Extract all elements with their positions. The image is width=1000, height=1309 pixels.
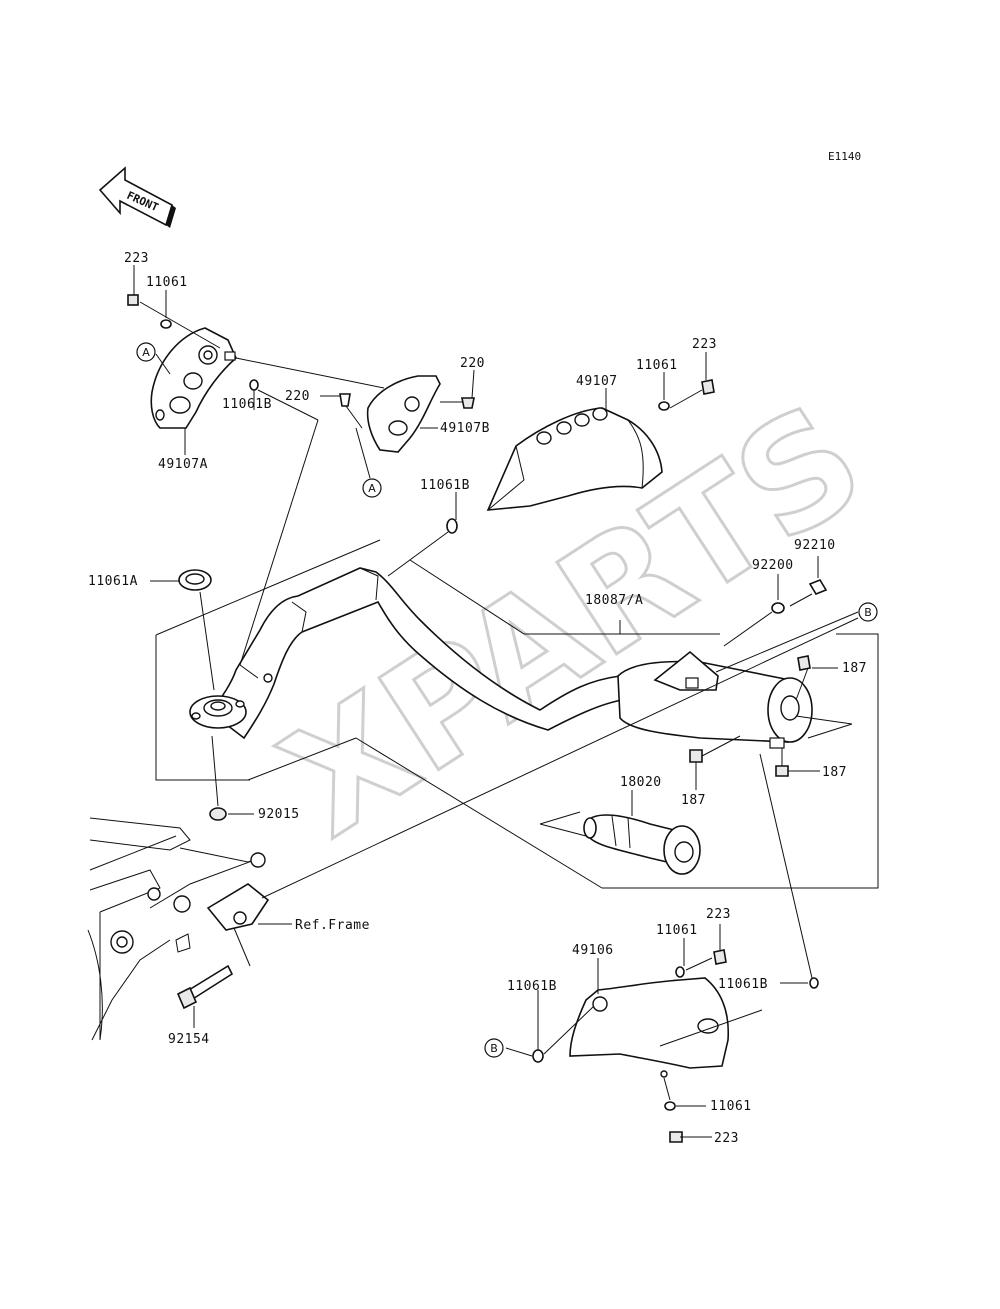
label-223-upper-right: 223 — [692, 337, 717, 352]
muffler — [617, 650, 813, 749]
bolt-223-lower-icon — [713, 949, 727, 965]
gasket-11061a — [178, 569, 212, 591]
washer-11061b-lower-left-icon — [532, 1049, 544, 1063]
spark-arrestor-18020 — [583, 814, 701, 875]
label-11061-lower: 11061 — [656, 923, 698, 938]
bolt-187-center-icon — [689, 749, 703, 763]
screw-220-left-icon — [339, 393, 351, 407]
svg-text:B: B — [490, 1042, 498, 1055]
washer-11061-lower-icon — [675, 966, 685, 978]
label-18020: 18020 — [620, 775, 662, 790]
label-11061b-lower-left: 11061B — [507, 979, 557, 994]
label-11061-top-left: 11061 — [146, 275, 188, 290]
label-92210: 92210 — [794, 538, 836, 553]
bolt-187-right-bottom-icon — [775, 765, 789, 777]
callout-a-left: A — [136, 342, 156, 362]
heat-guard-49107 — [486, 407, 663, 511]
label-223-lower: 223 — [706, 907, 731, 922]
bolt-92154 — [176, 964, 234, 1010]
label-11061b-center: 11061B — [420, 478, 470, 493]
bolt-223-upper-right-icon — [701, 379, 715, 395]
washer-11061-bottom-icon — [664, 1101, 676, 1111]
diagram-code: E1140 — [828, 150, 861, 163]
bolt-187-right-top-icon — [797, 655, 811, 671]
label-220-left: 220 — [285, 389, 310, 404]
svg-text:B: B — [864, 606, 872, 619]
washer-11061b-center-icon — [446, 518, 458, 534]
nut-92210-icon — [808, 579, 828, 595]
washer-11061b-left-icon — [249, 379, 259, 391]
label-11061-upper-right: 11061 — [636, 358, 678, 373]
label-92154: 92154 — [168, 1032, 210, 1047]
label-187-right-top: 187 — [842, 661, 867, 676]
heat-guard-49106 — [569, 977, 730, 1078]
callout-b-right: B — [858, 602, 878, 622]
washer-11061-top-left-icon — [160, 319, 172, 329]
heat-guard-49107a — [150, 327, 237, 429]
washer-11061b-lower-right-icon — [809, 977, 819, 989]
bolt-223-top-left-icon — [127, 294, 139, 306]
label-49107b: 49107B — [440, 421, 490, 436]
label-223-bottom: 223 — [714, 1131, 739, 1146]
nut-92015-icon — [209, 807, 227, 821]
label-49107: 49107 — [576, 374, 618, 389]
leader-lines — [133, 265, 879, 1138]
label-18087a: 18087/A — [585, 593, 643, 608]
svg-text:A: A — [142, 346, 150, 359]
label-11061b-lower-right: 11061B — [718, 977, 768, 992]
label-49107a: 49107A — [158, 457, 208, 472]
label-ref-frame: Ref.Frame — [295, 918, 370, 933]
label-187-center: 187 — [681, 793, 706, 808]
label-49106: 49106 — [572, 943, 614, 958]
label-11061a: 11061A — [88, 574, 138, 589]
label-220-upper: 220 — [460, 356, 485, 371]
washer-11061-upper-right-icon — [658, 401, 670, 411]
heat-guard-49107b — [366, 375, 441, 453]
bolt-223-bottom-icon — [669, 1131, 683, 1143]
label-11061b-left: 11061B — [222, 397, 272, 412]
svg-text:A: A — [368, 482, 376, 495]
hardware — [127, 294, 828, 1143]
label-92200: 92200 — [752, 558, 794, 573]
callout-b-lower: B — [484, 1038, 504, 1058]
part-labels: 223 11061 11061B 49107A 220 220 49107B 4… — [88, 251, 867, 1146]
front-arrow-icon: FRONT — [98, 166, 176, 228]
label-11061-bottom: 11061 — [710, 1099, 752, 1114]
label-187-right-bottom: 187 — [822, 765, 847, 780]
label-223-top-left: 223 — [124, 251, 149, 266]
label-92015: 92015 — [258, 807, 300, 822]
washer-92200-icon — [771, 602, 785, 614]
screw-220-upper-icon — [461, 397, 475, 409]
callout-a-center: A — [362, 478, 382, 498]
frame-reference — [87, 817, 270, 1041]
